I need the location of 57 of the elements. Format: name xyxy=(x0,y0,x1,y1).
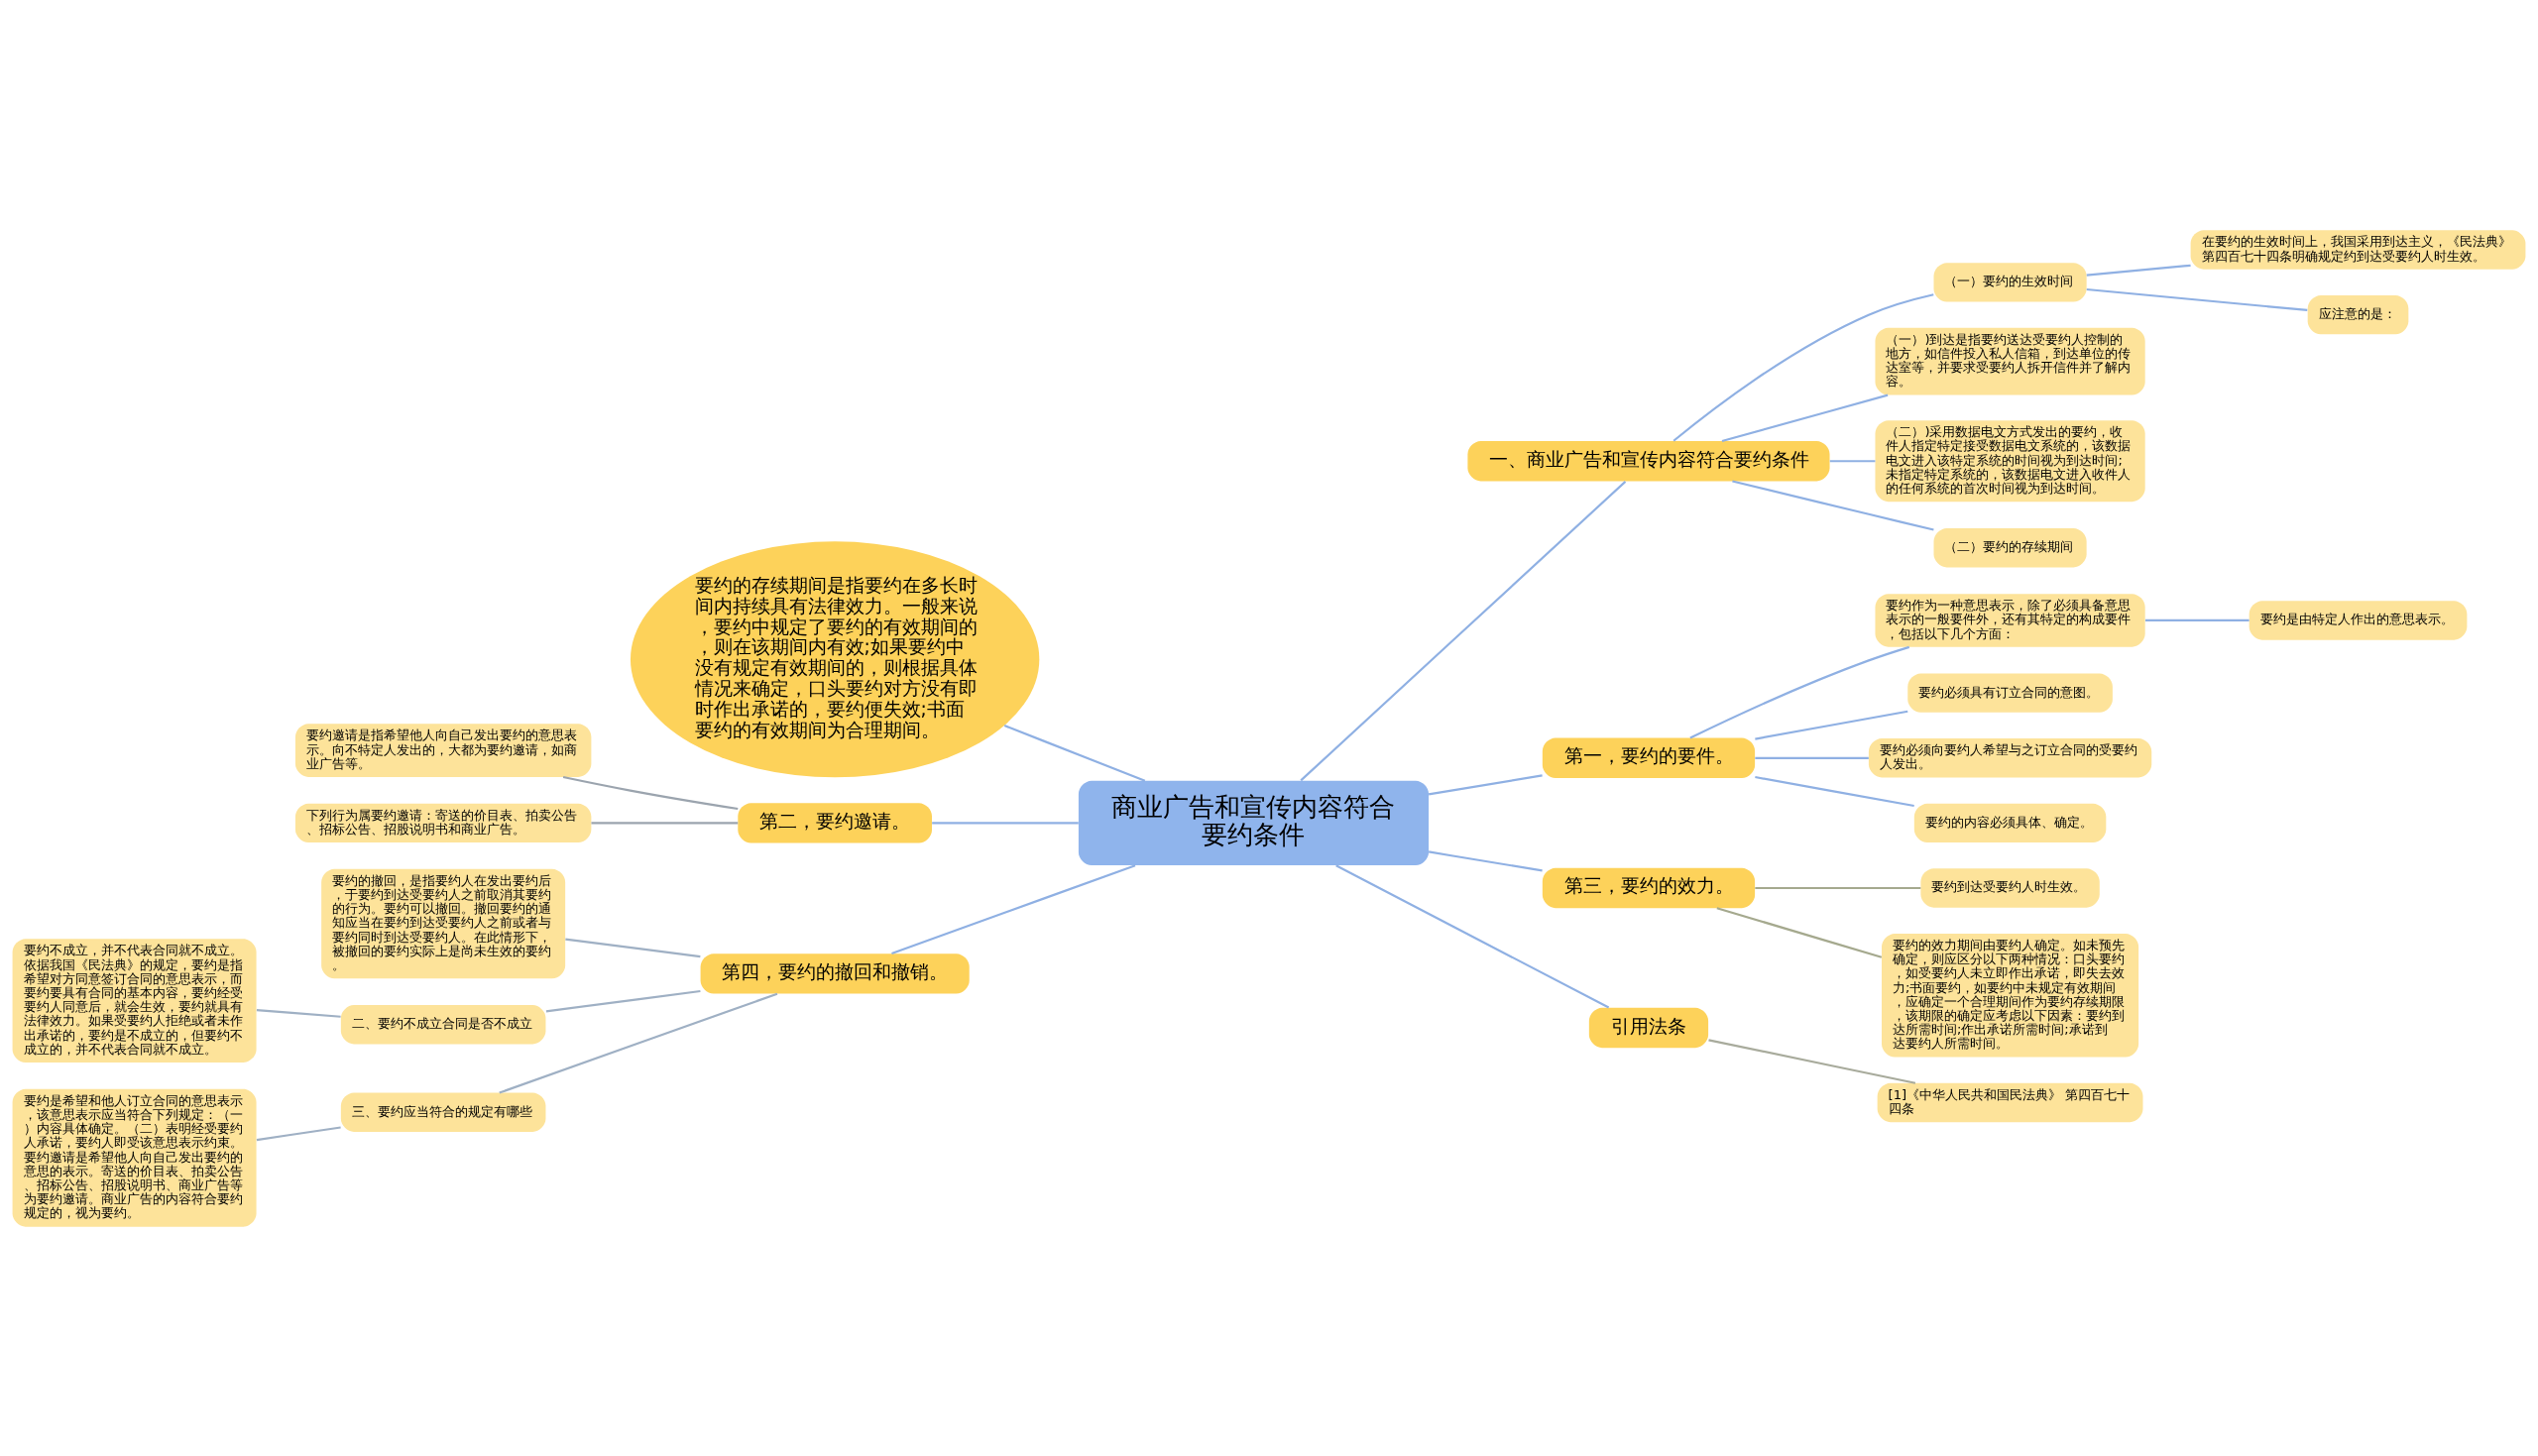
connector xyxy=(1732,479,1934,531)
connector xyxy=(891,863,1136,954)
node-box: 第一，要约的要件。 xyxy=(1542,737,1756,778)
connector xyxy=(1673,292,1934,442)
node-box: 要约是希望和他人订立合同的意思表示，该意思表示应当符合下列规定：（一）内容具体确定。（二）表明经受要约人承诺，要约人即受该意思表示约束。要约邀请是希望他人向自己发出要约的意思的表示。寄送的价目表、拍卖公告、招标公告、招股说明书、商业广告等为要约邀请。商业广告的内容符合要约规定的，视为要约。 xyxy=(12,1088,257,1227)
connector xyxy=(256,1125,341,1141)
node-box: 要约邀请是指希望他人向自己发出要约的意思表示。向不特定人发出的，大都为要约邀请，如商业广告等。 xyxy=(294,723,592,777)
node-box: （二）要约的存续期间 xyxy=(1933,527,2087,567)
node-box: （一）要约的生效时间 xyxy=(1933,262,2087,302)
node-box: 要约作为一种意思表示，除了必须具备意思表示的一般要件外，还有其特定的构成要件，包括以下几个方面： xyxy=(1875,593,2145,647)
node-box: 三、要约应当符合的规定有哪些 xyxy=(340,1092,546,1132)
node-box: 在要约的生效时间上，我国采用到达主义，《民法典》第四百七十四条明确规定约到达受要约人时生效。 xyxy=(2190,229,2526,270)
connector xyxy=(1755,756,1869,759)
connector xyxy=(256,1008,341,1018)
connector xyxy=(545,989,701,1012)
node-box: 应注意的是： xyxy=(2307,294,2409,334)
node-box: 二、要约不成立合同是否不成立 xyxy=(340,1004,546,1044)
connector xyxy=(932,821,1079,824)
node-box: 要约不成立，并不代表合同就不成立。依据我国《民法典》的规定，要约是指希望对方同意签订合同的意思表示，而要约要具有合同的基本内容，要约经受要约人同意后，就会生效，要约就具有法律效力。如果受要约人拒绝或者未作出承诺的，要约是不成立的，但要约不成立的，并不代表合同就不成立。 xyxy=(12,938,257,1063)
connector xyxy=(565,938,701,957)
connector xyxy=(1721,393,1889,442)
node-box: 要约的内容必须具体、确定。 xyxy=(1913,803,2107,842)
node-box: 要约是由特定人作出的意思表示。 xyxy=(2249,600,2468,640)
connector xyxy=(1428,849,1543,871)
node-box: 要约必须具有订立合同的意图。 xyxy=(1907,673,2113,713)
connector xyxy=(1003,724,1146,782)
connector xyxy=(1300,480,1627,781)
connector xyxy=(1335,863,1610,1009)
connector xyxy=(591,821,739,824)
node-box: 第二，要约邀请。 xyxy=(738,802,932,843)
node-box: 下列行为属要约邀请：寄送的价目表、拍卖公告、招标公告、招股说明书和商业广告。 xyxy=(294,803,592,842)
node-box: （一）)到达是指要约送达受要约人控制的地方，如信件投入私人信箱，到达单位的传达室等，并要求受要约人拆开信件并了解内容。 xyxy=(1875,327,2145,395)
connector xyxy=(2086,287,2308,311)
connector xyxy=(562,775,739,810)
node-box: 要约的效力期间由要约人确定。如未预先确定，则应区分以下两种情况：口头要约，如受要约人未立即作出承诺，即失去效力;书面要约，如要约中未规定有效期间，应确定一个合理期间作为要约存续期限，该期限的确定应考虑以下因素：要约到达所需时间;作出承诺所需时间;承诺到达要约人所需时间。 xyxy=(1882,933,2139,1058)
node-ellipse: 要约的存续期间是指要约在多长时间内持续具有法律效力。一般来说，要约中规定了要约的有效期间的，则在该期间内有效;如果要约中没有规定有效期间的，则根据具体情况来确定，口头要约对方没有即时作出承诺的，要约便失效;书面要约的有效期间为合理期间。 xyxy=(630,540,1040,777)
connector xyxy=(2086,264,2191,277)
connector xyxy=(1829,459,1876,462)
connector xyxy=(1716,906,1883,958)
node-box: 第三，要约的效力。 xyxy=(1542,867,1756,908)
connector xyxy=(1708,1038,1916,1084)
node-box: （二）)采用数据电文方式发出的要约，收件人指定特定接受数据电文系统的，该数据电文进入该特定系统的时间视为到达时间;未指定特定系统的，该数据电文进入收件人的任何系统的首次时间视为到达时间。 xyxy=(1875,419,2145,502)
node-box: 一、商业广告和宣传内容符合要约条件 xyxy=(1467,440,1830,481)
connector xyxy=(1689,645,1910,738)
connector xyxy=(2145,618,2250,621)
node-box: 商业广告和宣传内容符合要约条件 xyxy=(1078,780,1430,865)
node-box: 引用法条 xyxy=(1588,1007,1709,1048)
connector xyxy=(1755,775,1914,807)
connector xyxy=(1755,710,1908,740)
node-box: 第四，要约的撤回和撤销。 xyxy=(700,952,970,994)
node-box: [1]《中华人民共和国民法典》 第四百七十四条 xyxy=(1877,1082,2143,1122)
connector xyxy=(499,992,778,1094)
node-box: 要约的撤回，是指要约人在发出要约后，于要约到达受要约人之前取消其要约的行为。要约可以撤回。撤回要约的通知应当在要约到达受要约人之前或者与要约同时到达受要约人。在此情形下，被撤回的要约实际上是尚未生效的要约。 xyxy=(321,868,566,978)
connector xyxy=(1428,773,1543,795)
connector xyxy=(1755,886,1921,889)
node-box: 要约必须向要约人希望与之订立合同的受要约人发出。 xyxy=(1868,737,2152,777)
node-box: 要约到达受要约人时生效。 xyxy=(1920,867,2100,908)
